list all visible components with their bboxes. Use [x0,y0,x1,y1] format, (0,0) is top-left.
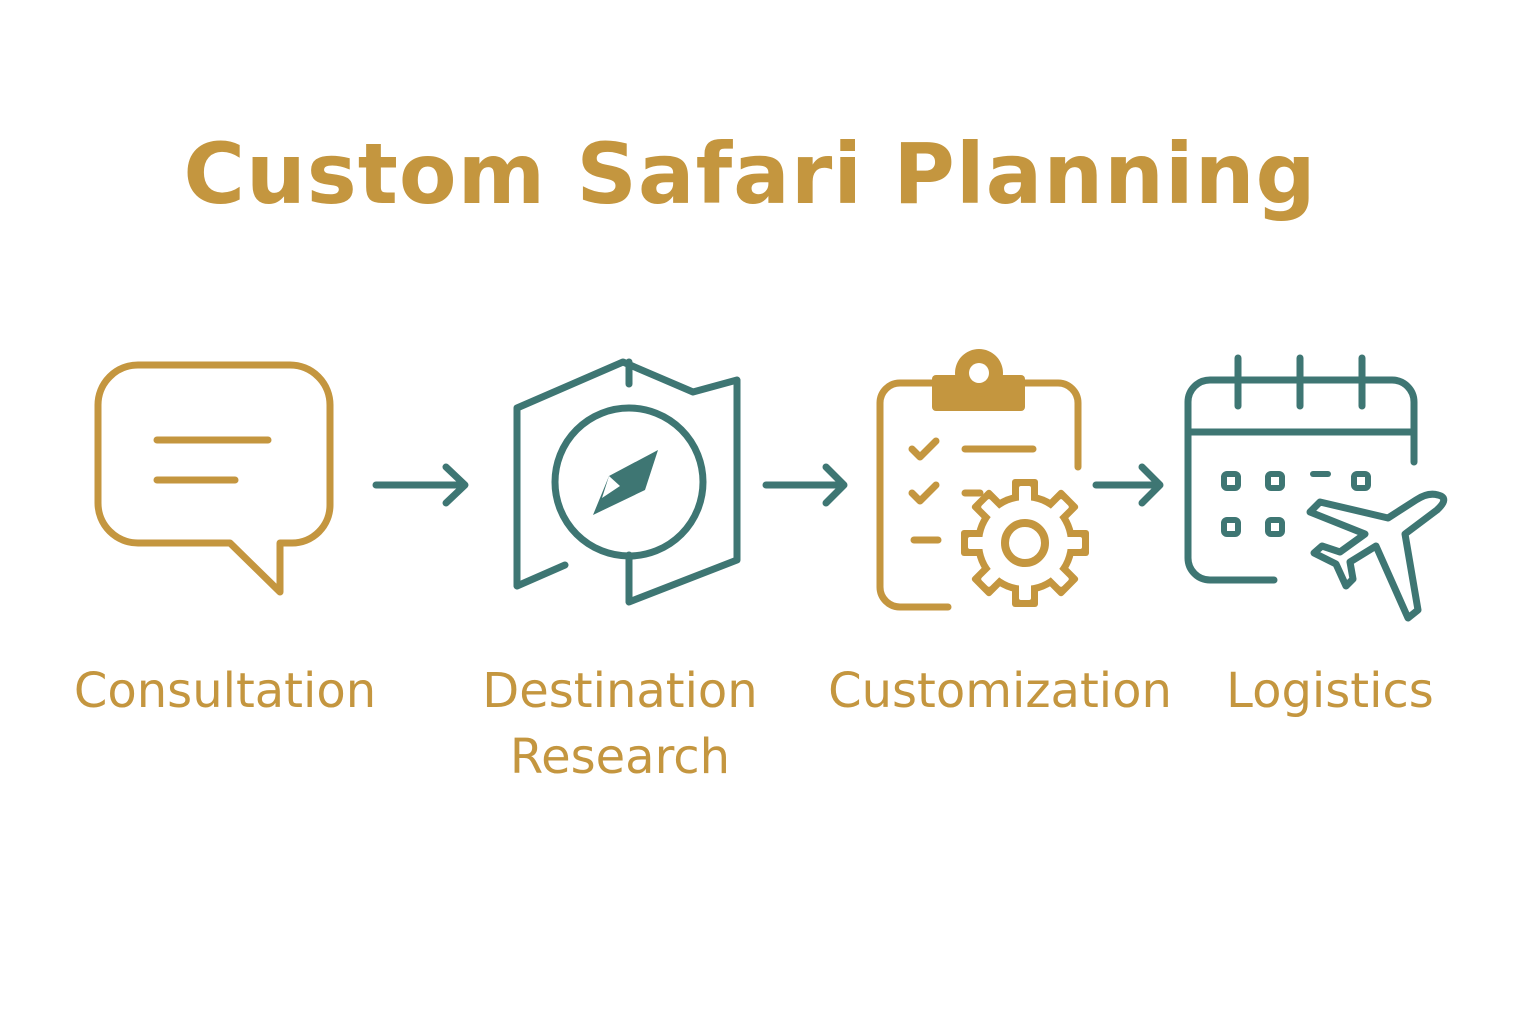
arrow-right-icon [372,463,469,507]
step-label-line: Research [509,729,731,785]
map-compass-icon [513,358,741,606]
step-label-consultation: Consultation [73,663,377,719]
arrow-right-icon [762,463,848,507]
step-label-customization: Customization [828,663,1172,719]
step-label-line: Destination [482,663,758,719]
clipboard-gear-icon [876,349,1089,611]
arrow-right-icon [1092,463,1164,507]
step-label-logistics: Logistics [1226,663,1434,719]
calendar-airplane-icon [1184,354,1448,622]
diagram-title: Custom Safari Planning [183,125,1317,223]
step-label-destination-research: Destination Research [435,658,805,790]
speech-bubble-icon [94,361,334,596]
